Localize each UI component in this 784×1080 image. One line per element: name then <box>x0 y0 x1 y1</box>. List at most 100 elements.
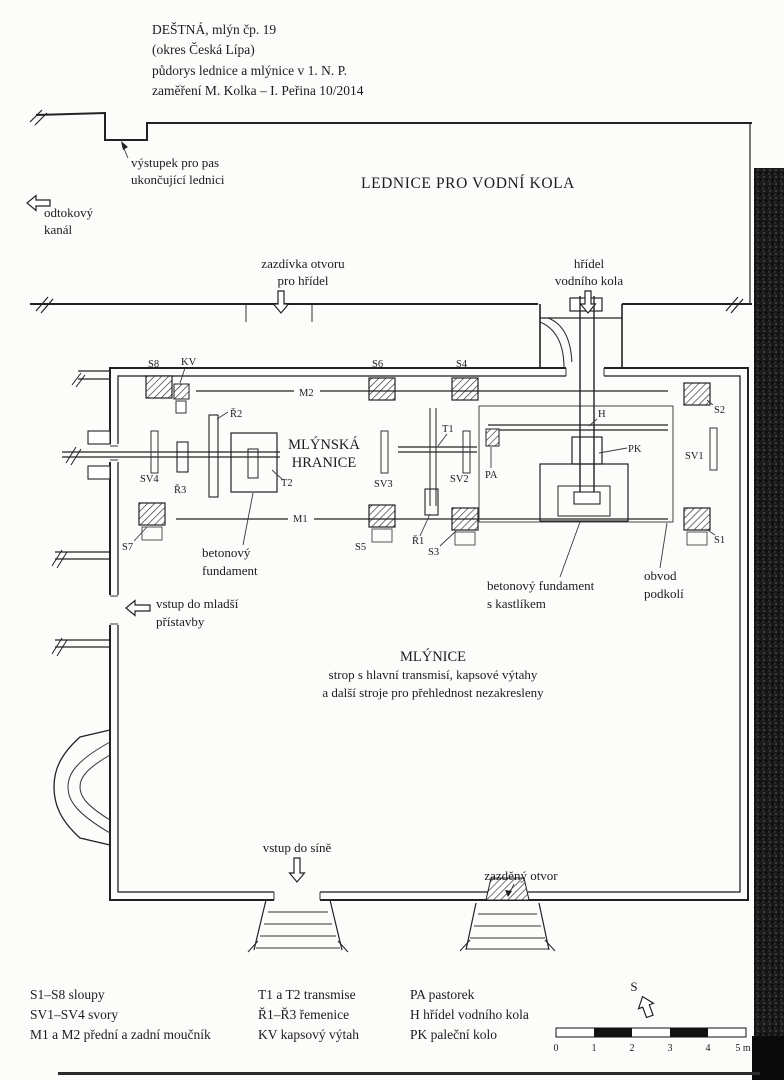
part-s1: S1 <box>714 535 725 546</box>
label-beton-kast-1: betonový fundament <box>487 578 595 593</box>
part-kv: KV <box>181 357 197 368</box>
part-s4: S4 <box>456 359 468 370</box>
label-mlynska-hranice-1: MLÝNSKÁ <box>288 436 360 453</box>
scale-3: 3 <box>668 1043 673 1054</box>
part-h: H <box>598 409 606 420</box>
annotation-arrows <box>26 141 597 897</box>
legend-c1-r3: M1 a M2 přední a zadní moučník <box>30 1027 211 1042</box>
label-mlynska-hranice-2: HRANICE <box>292 455 357 471</box>
part-pa: PA <box>485 470 498 481</box>
pastorek-pa <box>485 428 500 447</box>
label-beton-fund-1: betonový <box>202 545 251 560</box>
title-block: DEŠTNÁ, mlýn čp. 19 (okres Česká Lípa) p… <box>152 22 364 98</box>
mlynice-walls <box>51 362 749 904</box>
label-odtokovy-1: odtokový <box>44 205 94 220</box>
legend-c3-r1: PA pastorek <box>410 987 475 1002</box>
scale-4: 4 <box>706 1043 711 1054</box>
part-s8: S8 <box>148 359 159 370</box>
legend-c2-r3: KV kapsový výtah <box>258 1027 359 1042</box>
part-m1: M1 <box>293 514 308 525</box>
tie-sv4 <box>150 430 159 474</box>
scale-0: 0 <box>554 1043 559 1054</box>
room-labels: LEDNICE PRO VODNÍ KOLA MLÝNSKÁ HRANICE M… <box>288 175 575 700</box>
label-vystupek-2: ukončující lednici <box>131 172 225 187</box>
down-arrow-vstup-sine <box>288 857 306 883</box>
legend-c1-r2: SV1–SV4 svory <box>30 1007 118 1022</box>
part-t2: T2 <box>281 478 293 489</box>
entrance-walled-steps <box>459 877 556 952</box>
legend: S1–S8 sloupy SV1–SV4 svory M1 a M2 předn… <box>30 987 529 1042</box>
label-obvod-1: obvod <box>644 568 677 583</box>
scale-2: 2 <box>630 1043 635 1054</box>
label-obvod-2: podkolí <box>644 586 684 601</box>
left-arrow-vstup-pristavba <box>125 599 151 617</box>
machinery <box>62 296 718 523</box>
label-mlynice: MLÝNICE <box>400 648 466 665</box>
label-lednice: LEDNICE PRO VODNÍ KOLA <box>361 175 575 192</box>
tie-sv2 <box>462 430 471 474</box>
part-s3: S3 <box>428 547 439 558</box>
legend-c3-r3: PK paleční kolo <box>410 1027 497 1042</box>
label-mlynice-note2: a další stroje pro přehlednost nezakresl… <box>322 685 544 700</box>
part-sv1: SV1 <box>685 451 704 462</box>
part-labels: S8 KV S6 S4 S2 S7 S5 S3 S1 SV4 SV3 SV2 S… <box>122 357 725 558</box>
part-sv2: SV2 <box>450 474 469 485</box>
label-mlynice-note1: strop s hlavní transmisí, kapsové výtahy <box>329 667 538 682</box>
scale-1: 1 <box>592 1043 597 1054</box>
scan-bottom-line <box>58 1072 760 1075</box>
columns <box>138 375 711 546</box>
label-vstup-sine: vstup do síně <box>263 840 332 855</box>
pulley-r3 <box>176 441 189 473</box>
leader-lines <box>133 367 716 578</box>
part-m2: M2 <box>299 388 314 399</box>
column-s2 <box>683 382 711 406</box>
palecni-kolo-pk <box>571 436 603 465</box>
tie-sv1 <box>709 427 718 471</box>
lednice-walls <box>29 109 752 322</box>
part-r1: Ř1 <box>412 535 424 547</box>
north-arrow-icon <box>637 995 655 1019</box>
title-line1: DEŠTNÁ, mlýn čp. 19 <box>152 22 276 37</box>
scale-5m: 5 m <box>735 1043 751 1054</box>
label-zazdeny-otvor: zazděný otvor <box>484 868 558 883</box>
oriel-bay <box>53 729 111 846</box>
column-s4 <box>451 377 479 401</box>
part-s6: S6 <box>372 359 383 370</box>
legend-c2-r2: Ř1–Ř3 řemenice <box>258 1007 349 1022</box>
north-letter: S <box>630 979 637 994</box>
part-s5: S5 <box>355 542 366 553</box>
legend-c2-r1: T1 a T2 transmise <box>258 987 356 1002</box>
pulley-r2 <box>208 414 219 498</box>
label-hridel-2: vodního kola <box>555 273 623 288</box>
entrance-sine-steps <box>247 899 349 953</box>
legend-c1-r1: S1–S8 sloupy <box>30 987 105 1002</box>
scan-artifacts <box>58 168 784 1080</box>
part-t1: T1 <box>442 424 454 435</box>
foundation-t2 <box>230 432 278 493</box>
left-arrow-odtokovy <box>26 194 51 212</box>
part-sv3: SV3 <box>374 479 393 490</box>
column-s5 <box>368 504 396 528</box>
down-arrow-zazdivka <box>272 290 290 314</box>
down-arrow-hridel <box>579 290 597 314</box>
wheel-shaft-housing <box>539 297 623 369</box>
label-beton-kast-2: s kastlíkem <box>487 596 546 611</box>
kv-elevator <box>173 383 190 400</box>
label-zazdivka-1: zazdívka otvoru <box>261 256 345 271</box>
annotation-labels: výstupek pro pas ukončující lednici odto… <box>44 155 684 883</box>
tie-sv3 <box>380 430 389 474</box>
north-arrow: S <box>630 979 655 1019</box>
title-line3: půdorys lednice a mlýnice v 1. N. P. <box>152 63 347 78</box>
label-vstup-pristavba-2: přístavby <box>156 614 205 629</box>
foundation-kastlik <box>539 463 629 522</box>
column-s7 <box>138 502 166 526</box>
part-r2: Ř2 <box>230 408 242 420</box>
scan-band <box>754 168 784 1080</box>
part-s2: S2 <box>714 405 725 416</box>
label-vstup-pristavba-1: vstup do mladší <box>156 596 239 611</box>
label-beton-fund-2: fundament <box>202 563 258 578</box>
label-hridel-1: hřídel <box>574 256 605 271</box>
title-line4: zaměření M. Kolka – I. Peřina 10/2014 <box>152 83 364 98</box>
